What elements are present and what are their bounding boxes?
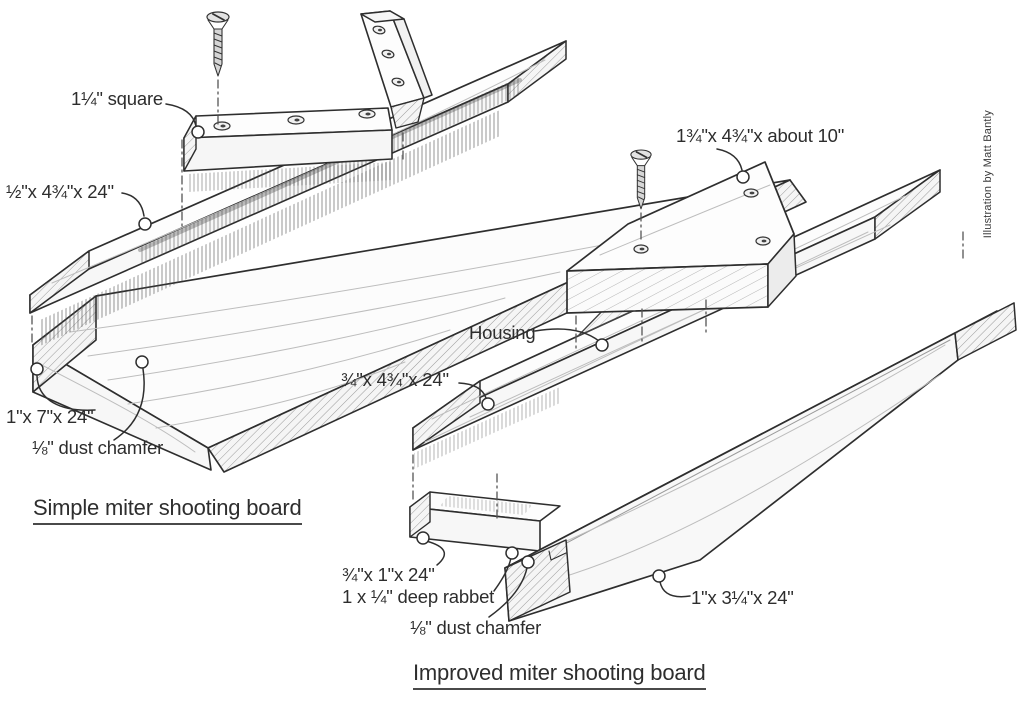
label-improved-housing: Housing — [469, 322, 536, 343]
label-improved-platform-size: ¾"x 4¾"x 24" — [341, 369, 449, 390]
label-simple-base-size: 1"x 7"x 24" — [6, 406, 94, 427]
label-improved-chamfer: ⅛" dust chamfer — [410, 617, 542, 638]
label-improved-strip-size: ¾"x 1"x 24" — [342, 564, 435, 585]
label-simple-chamfer: ⅛" dust chamfer — [32, 437, 164, 458]
label-improved-fence-size: 1¾"x 4¾"x about 10" — [676, 125, 845, 146]
simple-fence-sticks — [183, 10, 433, 192]
label-improved-base-size: 1"x 3¼"x 24" — [691, 587, 794, 608]
label-simple-fence-size: 1¼" square — [71, 88, 163, 109]
callout-dots — [30, 125, 750, 583]
caption-improved-board: Improved miter shooting board — [413, 660, 706, 690]
caption-simple-board: Simple miter shooting board — [33, 495, 302, 525]
improved-projection-lines — [412, 212, 964, 520]
improved-strip — [409, 491, 561, 552]
illustration-credit: Illustration by Matt Bantly — [982, 110, 994, 239]
label-improved-rabbet: 1 x ¼" deep rabbet — [342, 586, 495, 607]
improved-base-board — [504, 302, 1017, 622]
simple-projection-lines — [31, 79, 404, 343]
label-simple-platform-size: ½"x 4¾"x 24" — [6, 181, 114, 202]
improved-board-drawing — [409, 149, 1017, 622]
improved-fence-block — [566, 161, 797, 314]
callout-leaders — [36, 103, 743, 618]
wood-screw-left — [206, 11, 230, 77]
wood-screw-right — [630, 149, 652, 210]
